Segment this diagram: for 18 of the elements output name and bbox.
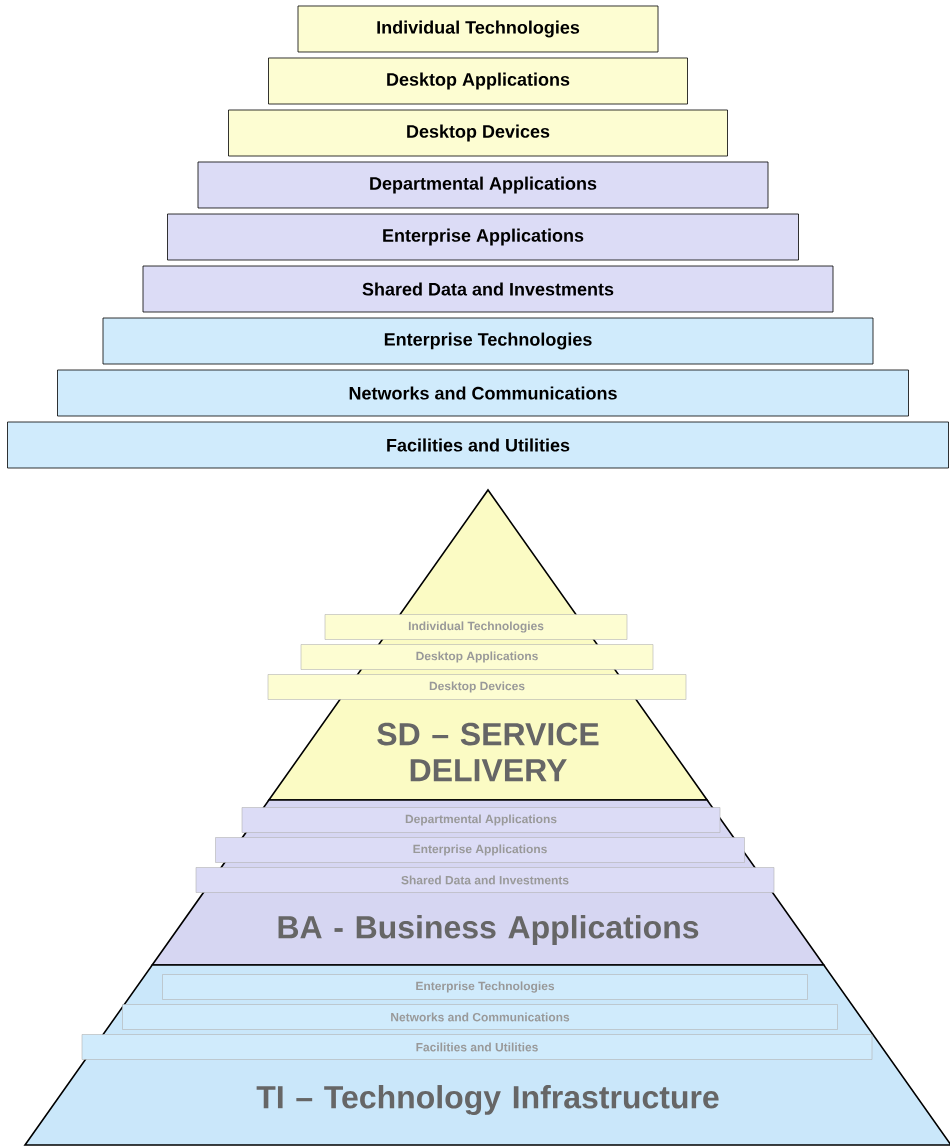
layer-box: Enterprise Technologies (102, 317, 874, 365)
layer-box: Networks and Communications (57, 369, 909, 417)
layer-box: Facilities and Utilities (7, 421, 949, 469)
layer-box: Individual Technologies (297, 5, 659, 53)
faded-layer-box: Facilities and Utilities (81, 1034, 873, 1060)
faded-layer-box: Desktop Devices (267, 674, 687, 700)
faded-layer-box: Networks and Communications (122, 1004, 838, 1030)
faded-layer-box: Enterprise Applications (215, 837, 745, 863)
faded-layer-box: Shared Data and Investments (195, 867, 775, 893)
faded-layer-box: Departmental Applications (241, 807, 721, 833)
layer-box: Desktop Devices (228, 109, 728, 157)
faded-layer-box: Desktop Applications (300, 644, 654, 670)
layer-box: Departmental Applications (197, 161, 769, 209)
layer-box: Shared Data and Investments (142, 265, 834, 313)
layer-box: Desktop Applications (268, 57, 688, 105)
layer-box: Enterprise Applications (167, 213, 799, 261)
faded-layer-box: Enterprise Technologies (162, 974, 808, 1000)
faded-layer-box: Individual Technologies (324, 614, 628, 640)
